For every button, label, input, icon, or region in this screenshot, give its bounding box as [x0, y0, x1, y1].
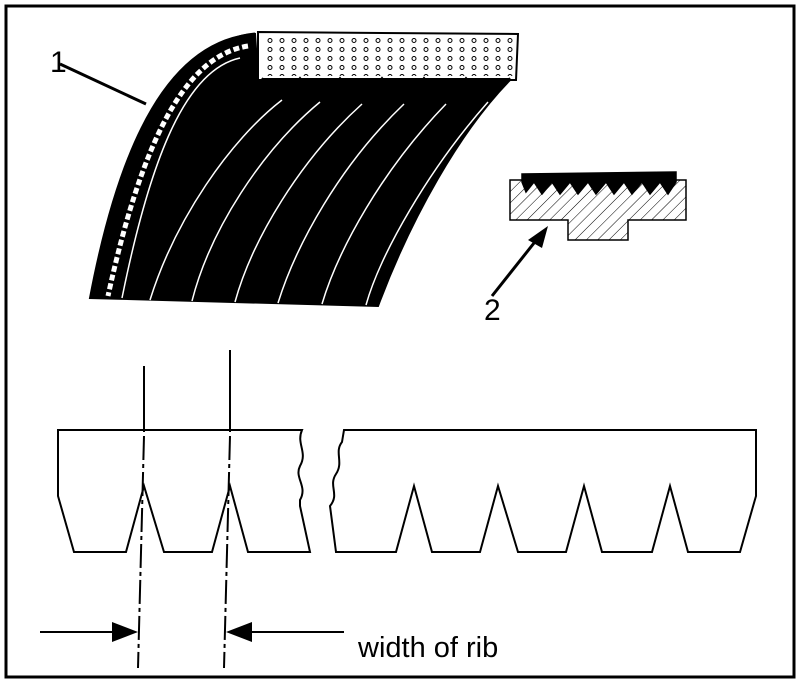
pulley-section-drawing: 2: [484, 171, 687, 327]
pulley-hub: [509, 179, 687, 241]
belt-outer-edge: [90, 32, 256, 299]
dimension-centerline-right: [223, 435, 231, 669]
belt-profile-right: [328, 429, 757, 553]
belt-rib-teeth: [261, 76, 511, 106]
rib-width-dimension: [40, 350, 344, 669]
rib-width-label: width of rib: [357, 632, 498, 664]
dimension-arrowhead-left: [112, 622, 138, 642]
pulley-grooves: [521, 171, 677, 196]
belt-profile-left: [57, 429, 312, 553]
dimension-centerline-left: [137, 435, 145, 669]
pulley-callout-number: 2: [484, 294, 501, 327]
belt-callout-number: 1: [50, 46, 67, 79]
pulley-leader-line: [490, 237, 540, 297]
belt-section-drawing: 1: [50, 30, 520, 308]
belt-leader-line: [59, 62, 147, 106]
dimension-arrowhead-right: [226, 622, 252, 642]
belt-rib-lines: [149, 99, 489, 306]
pulley-leader-arrowhead: [528, 226, 548, 248]
belt-profile-drawing: [57, 429, 757, 553]
belt-cord-twist: [105, 43, 249, 297]
